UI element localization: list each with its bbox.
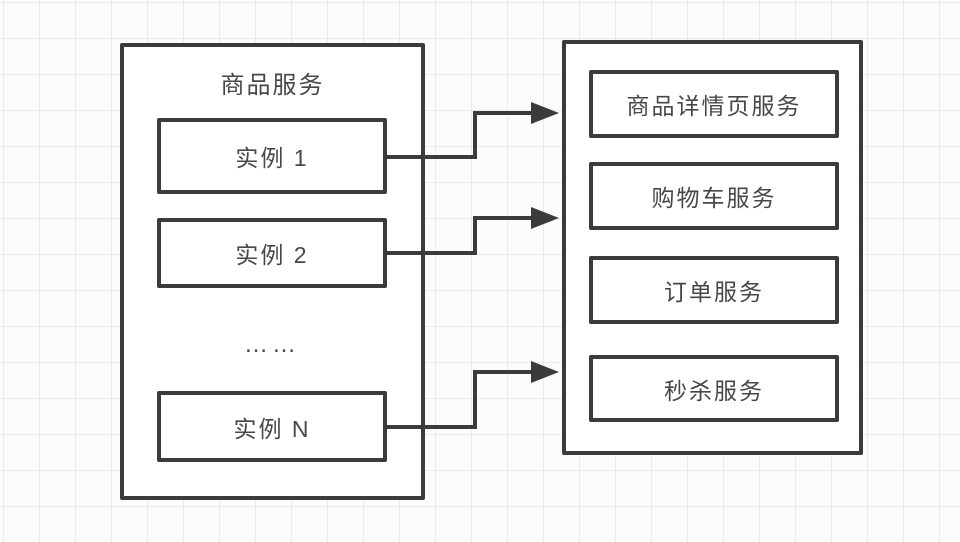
node-instance-2-label: 实例 2 bbox=[235, 242, 309, 268]
node-instance-n-label: 实例 N bbox=[233, 415, 311, 442]
node-shopping-cart-service: 购物车服务 bbox=[589, 162, 839, 230]
group-product-service-title: 商品服务 bbox=[220, 72, 325, 99]
arrowhead-icon bbox=[531, 207, 559, 229]
node-shopping-cart-service-label: 购物车服务 bbox=[651, 185, 777, 211]
node-instance-2: 实例 2 bbox=[157, 218, 387, 288]
node-instance-1-label: 实例 1 bbox=[235, 145, 309, 171]
node-instance-1: 实例 1 bbox=[157, 118, 387, 194]
group-product-service: 商品服务 实例 1 实例 2 …… 实例 N bbox=[120, 43, 425, 500]
arrowhead-icon bbox=[531, 361, 559, 383]
node-product-detail-service-label: 商品详情页服务 bbox=[626, 93, 802, 119]
node-flash-sale-service: 秒杀服务 bbox=[589, 355, 839, 422]
node-flash-sale-service-label: 秒杀服务 bbox=[664, 377, 764, 404]
group-services: 商品详情页服务 购物车服务 订单服务 秒杀服务 bbox=[562, 40, 863, 455]
node-order-service: 订单服务 bbox=[589, 256, 839, 324]
node-product-detail-service: 商品详情页服务 bbox=[589, 70, 839, 138]
instances-ellipsis: …… bbox=[244, 331, 300, 358]
node-instance-n: 实例 N bbox=[157, 391, 387, 462]
node-order-service-label: 订单服务 bbox=[664, 279, 764, 305]
arrowhead-icon bbox=[531, 102, 559, 124]
